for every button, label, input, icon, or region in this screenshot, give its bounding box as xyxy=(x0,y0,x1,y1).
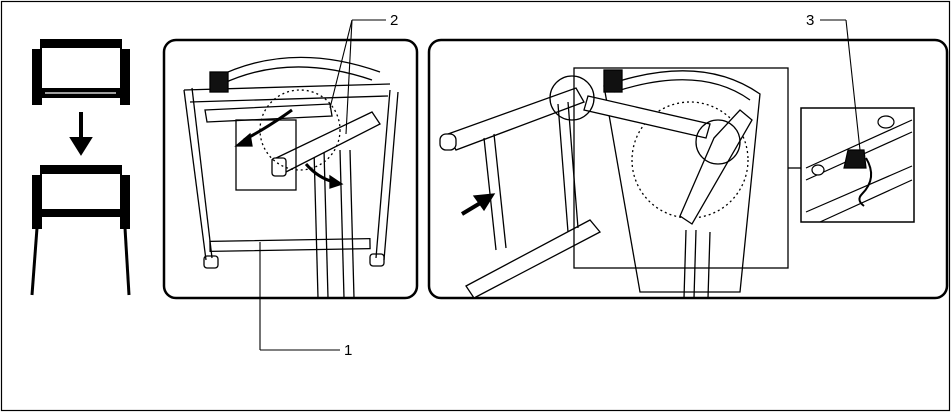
detail-circle-2 xyxy=(695,119,741,165)
arrow-down-icon xyxy=(69,137,93,156)
panel-right-drawing xyxy=(439,67,801,299)
detail-circle-1 xyxy=(549,75,595,121)
callout-leaders xyxy=(259,19,861,351)
callout-label-3: 3 xyxy=(806,12,815,29)
panel-left xyxy=(162,38,419,300)
push-arrow-icon xyxy=(472,193,496,212)
rotate-arrow-icon-2 xyxy=(329,174,344,189)
panel-right xyxy=(427,38,949,300)
callout-label-1: 1 xyxy=(344,342,353,359)
rotate-arrow-icon xyxy=(234,132,253,147)
callout-label-2: 2 xyxy=(390,12,399,29)
fold-schematic xyxy=(30,39,131,296)
schematic-top-bar xyxy=(40,39,122,48)
schematic-top-bar-2 xyxy=(40,165,122,174)
panel-left-drawing xyxy=(183,56,399,299)
inset-detail-drawing xyxy=(805,115,913,223)
